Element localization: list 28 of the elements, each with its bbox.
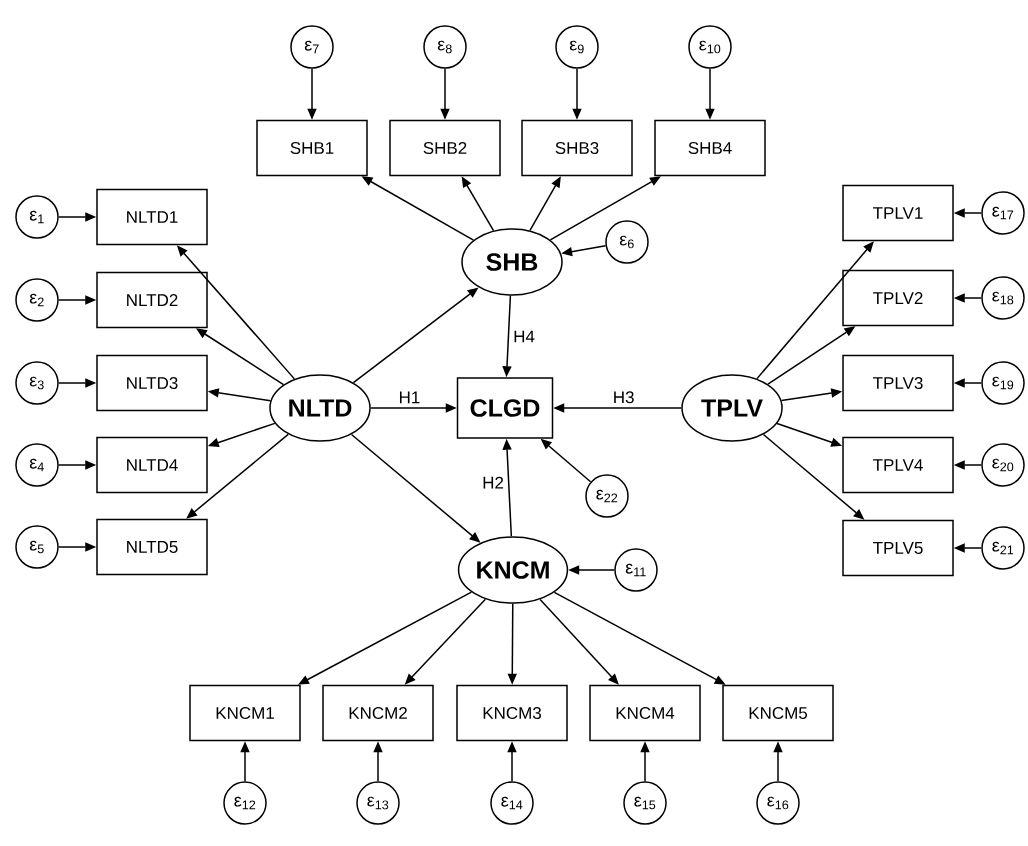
edge-label: H1 <box>397 390 422 405</box>
indicator-box: NLTD4 <box>96 436 208 494</box>
indicator-box: KNCM3 <box>456 684 568 742</box>
indicator-box: SHB1 <box>256 119 368 177</box>
indicator-box: NLTD5 <box>96 518 208 576</box>
indicator-box: TPLV1 <box>842 184 954 242</box>
indicator-box: TPLV5 <box>842 519 954 577</box>
indicator-box: KNCM5 <box>722 684 834 742</box>
arrow <box>539 598 619 685</box>
arrow <box>186 433 289 519</box>
indicator-box: NLTD1 <box>96 188 208 246</box>
indicator-box: TPLV4 <box>842 436 954 494</box>
indicator-box: TPLV3 <box>842 354 954 412</box>
arrow <box>298 591 473 685</box>
indicator-box: KNCM1 <box>189 684 301 742</box>
indicator-box: NLTD2 <box>96 271 208 329</box>
edge-label: H2 <box>481 475 505 490</box>
outcome-box: CLGD <box>456 377 554 439</box>
indicator-box: TPLV2 <box>842 269 954 327</box>
indicator-box: NLTD3 <box>96 354 208 412</box>
arrow <box>549 176 661 241</box>
edge-label: H3 <box>611 390 636 405</box>
indicator-box: KNCM2 <box>322 684 434 742</box>
indicator-box: SHB3 <box>521 119 633 177</box>
indicator-box: KNCM4 <box>589 684 701 742</box>
indicator-box: SHB4 <box>654 119 766 177</box>
indicator-box: SHB2 <box>389 119 501 177</box>
edge-label: H4 <box>512 329 536 344</box>
